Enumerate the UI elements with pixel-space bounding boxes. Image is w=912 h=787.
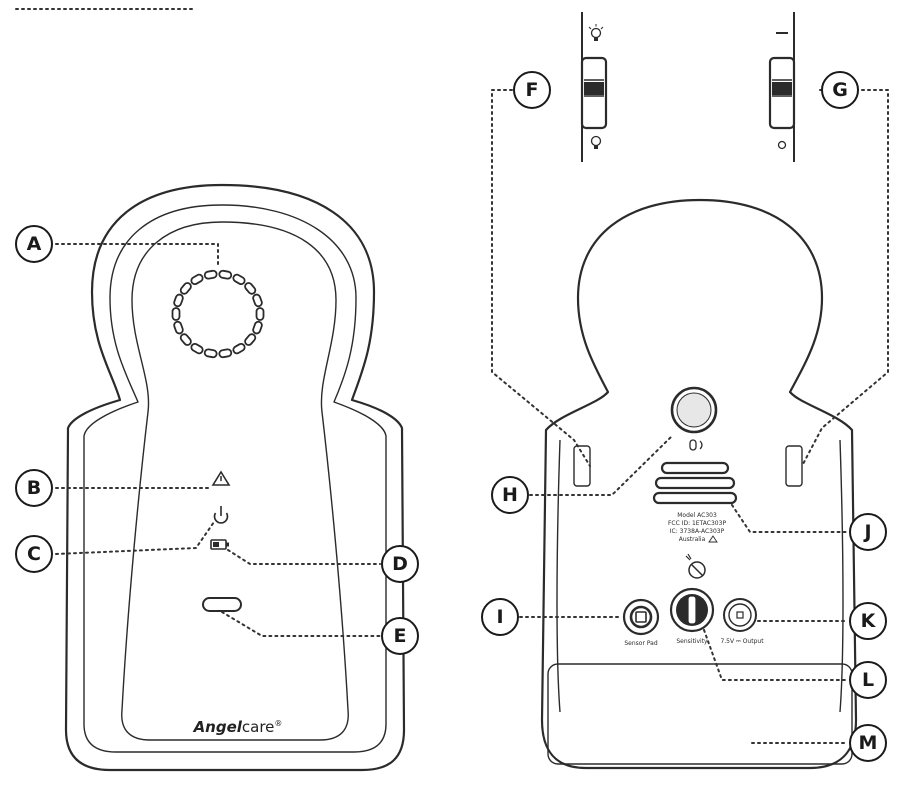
led-segment bbox=[203, 269, 218, 280]
brand-logo: Angelcare® bbox=[193, 718, 283, 736]
bulb-off-icon bbox=[590, 135, 602, 149]
front-unit: Angelcare® bbox=[64, 183, 406, 772]
callout-d: D bbox=[381, 545, 419, 583]
round-button-cap bbox=[676, 392, 712, 428]
svg-text:D: D bbox=[392, 553, 408, 575]
sensitivity-label: Sensitivity bbox=[676, 638, 708, 645]
svg-text:L: L bbox=[862, 669, 874, 691]
output-label: 7.5V ⎓ Output bbox=[720, 638, 764, 645]
led-segment bbox=[190, 342, 204, 355]
svg-text:B: B bbox=[27, 477, 41, 499]
sensor-pad-jack bbox=[622, 598, 660, 636]
led-segment bbox=[252, 293, 263, 308]
svg-text:F: F bbox=[526, 79, 539, 101]
svg-text:K: K bbox=[861, 610, 877, 632]
callout-m: M bbox=[849, 724, 887, 762]
svg-text:I: I bbox=[496, 606, 503, 628]
svg-text:M: M bbox=[859, 732, 878, 754]
front-face-outline bbox=[121, 221, 349, 741]
led-segment bbox=[244, 333, 257, 346]
callout-c: C bbox=[15, 535, 53, 573]
back-outline bbox=[540, 198, 858, 770]
label-fcc: FCC ID: 1ETAC303P bbox=[668, 520, 727, 527]
leader-j bbox=[731, 504, 849, 533]
light-switch-detail bbox=[580, 12, 608, 162]
power-icon bbox=[213, 506, 229, 524]
sensitivity-dial bbox=[669, 587, 715, 633]
callout-h: H bbox=[491, 476, 529, 514]
body-volume-switch bbox=[785, 445, 803, 487]
leader-c bbox=[55, 521, 215, 555]
svg-text:C: C bbox=[27, 543, 41, 565]
zero-volume-icon bbox=[777, 140, 787, 150]
volume-switch-detail bbox=[768, 12, 796, 162]
bulb-on-icon bbox=[588, 24, 604, 41]
led-segment bbox=[203, 348, 218, 359]
led-segment bbox=[218, 348, 233, 359]
callout-g: G bbox=[821, 71, 859, 109]
label-origin: Australia bbox=[679, 536, 706, 543]
front-outer-outline bbox=[64, 183, 406, 772]
leader-l bbox=[703, 629, 849, 681]
battery-compartment bbox=[547, 663, 853, 765]
battery-icon bbox=[210, 539, 229, 550]
leader-f bbox=[491, 89, 591, 467]
leader-g bbox=[801, 89, 889, 467]
led-segment bbox=[179, 333, 192, 346]
svg-text:H: H bbox=[502, 484, 518, 506]
led-segment bbox=[173, 293, 184, 308]
leader-e bbox=[221, 611, 381, 637]
speaker-slots bbox=[652, 461, 738, 505]
callout-a: A bbox=[15, 225, 53, 263]
back-inner-outline bbox=[556, 439, 844, 713]
led-segment bbox=[173, 320, 184, 335]
callout-e: E bbox=[381, 617, 419, 655]
label-model: Model AC303 bbox=[677, 512, 717, 519]
back-unit: Model AC303 FCC ID: 1ETAC303P IC: 3738A-… bbox=[540, 198, 858, 770]
callout-i: I bbox=[481, 598, 519, 636]
led-segment bbox=[171, 307, 181, 321]
label-ic: IC: 3738A-AC303P bbox=[670, 528, 725, 535]
led-segment bbox=[232, 342, 246, 355]
mic-icon bbox=[689, 439, 703, 451]
svg-text:E: E bbox=[394, 625, 407, 647]
leader-d bbox=[227, 549, 381, 565]
front-button bbox=[202, 597, 242, 612]
speaker-grille bbox=[171, 269, 265, 359]
led-segment bbox=[179, 282, 192, 295]
recycle-icon bbox=[708, 535, 718, 543]
callout-b: B bbox=[15, 469, 53, 507]
callout-f: F bbox=[513, 71, 551, 109]
svg-text:A: A bbox=[27, 233, 42, 255]
led-segment bbox=[190, 273, 204, 286]
svg-text:J: J bbox=[862, 521, 871, 543]
front-inner-outline bbox=[83, 204, 387, 753]
alarm-warning-icon bbox=[211, 470, 231, 486]
led-segment bbox=[255, 307, 265, 321]
svg-text:G: G bbox=[832, 79, 848, 101]
led-segment bbox=[244, 282, 257, 295]
led-segment bbox=[218, 269, 233, 280]
output-jack bbox=[723, 598, 757, 632]
callout-k: K bbox=[849, 602, 887, 640]
led-segment bbox=[252, 320, 263, 335]
callout-j: J bbox=[849, 513, 887, 551]
body-light-switch bbox=[573, 445, 591, 487]
led-segment bbox=[232, 273, 246, 286]
leader-a bbox=[55, 243, 219, 269]
sensor-pad-label: Sensor Pad bbox=[624, 640, 657, 647]
leader-h bbox=[529, 435, 673, 496]
callout-l: L bbox=[849, 661, 887, 699]
crossed-bin-icon bbox=[685, 553, 706, 579]
